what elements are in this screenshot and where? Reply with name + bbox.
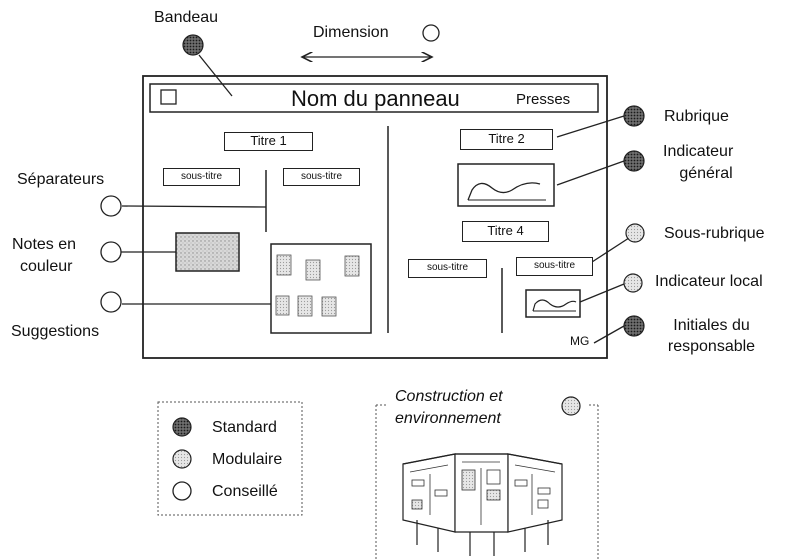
indicator-local-curve	[532, 299, 577, 312]
leader-separateurs	[121, 205, 267, 208]
construction-title-line1: Construction et	[395, 388, 503, 405]
panel-banner	[149, 83, 599, 113]
marker-initiales-standard	[623, 315, 645, 337]
construction-frame	[375, 404, 599, 560]
indicator-general-curve	[467, 182, 541, 201]
fold-panel-details	[409, 461, 556, 525]
subtitle-box-1: sous-titre	[163, 168, 240, 186]
legend-label-modulaire: Modulaire	[212, 451, 283, 468]
label-initiales-line2: responsable	[667, 338, 756, 355]
title-box-1: Titre 1	[224, 132, 313, 151]
label-suggestions: Suggestions	[11, 323, 100, 340]
label-sous-rubrique: Sous-rubrique	[664, 225, 765, 242]
marker-bandeau-standard	[182, 34, 204, 56]
leader-sous-rubrique	[591, 235, 633, 263]
legend-marker-conseille	[172, 481, 192, 501]
marker-dimension-conseille	[422, 24, 440, 42]
leader-indicateur-general	[556, 160, 625, 186]
label-indicateur-local: Indicateur local	[655, 273, 763, 290]
marker-sous-rubrique-modulaire	[625, 223, 645, 243]
leader-indicateur-local	[579, 283, 625, 303]
suggestion-cards	[275, 254, 360, 317]
marker-indicateur-general-standard	[623, 150, 645, 172]
construction-title-line2: environnement	[395, 410, 501, 427]
callout-lines	[121, 54, 633, 344]
subtitle-box-4: sous-titre	[516, 257, 593, 276]
color-notes-block	[175, 232, 240, 272]
fold-panel-top	[402, 453, 563, 465]
legend-marker-modulaire	[172, 449, 192, 469]
indicator-local-box	[525, 289, 581, 318]
marker-suggestions-conseille	[100, 291, 122, 313]
panel-presses-label: Presses	[516, 91, 571, 108]
label-bandeau: Bandeau	[154, 9, 219, 26]
leader-rubrique	[556, 115, 625, 138]
marker-indicateur-local-modulaire	[623, 273, 643, 293]
suggestion-card	[321, 296, 337, 317]
label-separateurs: Séparateurs	[17, 171, 105, 188]
marker-separateurs-conseille	[100, 195, 122, 217]
subtitle-box-3: sous-titre	[408, 259, 487, 278]
legend-box	[157, 401, 303, 516]
label-indicateur-general-line2: général	[679, 165, 733, 182]
suggestion-card	[344, 255, 360, 277]
suggestion-card	[297, 295, 313, 317]
marker-rubrique-standard	[623, 105, 645, 127]
fold-panel-right	[507, 453, 563, 533]
suggestion-card	[275, 295, 290, 316]
panel-initials: MG	[570, 334, 590, 348]
construction-marker-modulaire	[561, 396, 581, 416]
suggestion-card	[305, 259, 321, 281]
indicator-general-box	[457, 163, 555, 207]
legend-label-standard: Standard	[212, 419, 277, 436]
label-notes-line1: Notes en	[12, 236, 77, 253]
legend-label-conseille: Conseillé	[212, 483, 278, 500]
legend-marker-standard	[172, 417, 192, 437]
banner-logo-square	[160, 89, 177, 105]
panel-title: Nom du panneau	[291, 86, 460, 111]
label-dimension: Dimension	[313, 24, 389, 41]
leader-initiales	[593, 325, 625, 344]
marker-notes-conseille	[100, 241, 122, 263]
label-rubrique: Rubrique	[664, 108, 729, 125]
leader-bandeau	[198, 54, 233, 97]
suggestion-card	[276, 254, 292, 276]
title-box-2: Titre 2	[460, 129, 553, 150]
subtitle-box-2: sous-titre	[283, 168, 360, 186]
title-box-4: Titre 4	[462, 221, 549, 242]
label-notes-line2: couleur	[20, 258, 73, 275]
label-initiales-line1: Initiales du	[673, 317, 750, 334]
label-indicateur-general-line1: Indicateur	[663, 143, 734, 160]
